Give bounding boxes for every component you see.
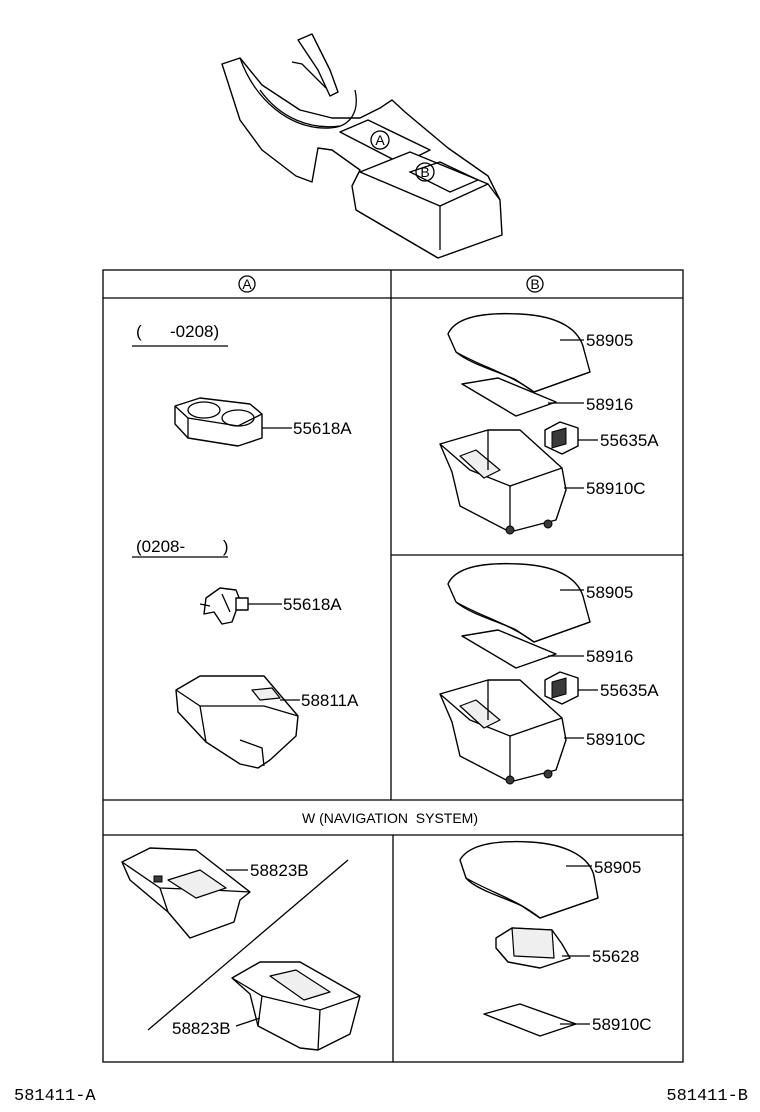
navigation-left: 58823B 58823B	[121, 847, 361, 1051]
console-box-58910c	[439, 429, 567, 535]
bracket-55618a	[199, 587, 249, 625]
cup-holder-tray-55618a	[174, 397, 263, 447]
insert-55628	[495, 927, 571, 969]
armrest-lid-58905-nav	[459, 840, 599, 919]
footer-code-right: 581411-B	[666, 1087, 748, 1106]
armrest-lid-58905-2	[447, 562, 591, 643]
part-number-58910c-b1: 58910C	[586, 479, 646, 498]
part-number-58905-b1: 58905	[586, 331, 633, 350]
part-number-58910c-b2: 58910C	[586, 730, 646, 749]
section-a: ( -0208) 55618A (0208- ) 55618A	[132, 322, 359, 769]
parts-table-frame	[102, 269, 684, 1063]
part-number-55618a-1: 55618A	[293, 419, 352, 438]
mat-58910c-nav	[483, 1003, 577, 1037]
section-b-group-2: 58905 58916 55635A 58910C	[439, 562, 659, 785]
section-b-header-label: B	[530, 276, 539, 292]
pad-58916	[461, 377, 557, 417]
part-number-55635a-b2: 55635A	[600, 681, 659, 700]
navigation-section-title: W (NAVIGATION SYSTEM)	[302, 810, 478, 826]
part-number-58905-nav: 58905	[594, 858, 641, 877]
section-a-header: A	[238, 275, 256, 293]
part-number-58811a: 58811A	[301, 691, 359, 710]
part-number-55635a-b1: 55635A	[600, 431, 659, 450]
production-range-1: ( -0208)	[136, 322, 219, 341]
section-a-header-label: A	[242, 276, 252, 292]
clip-55635a	[544, 421, 579, 455]
console-box-58823b-2	[231, 961, 361, 1051]
navigation-right: 58905 55628 58910C	[459, 840, 652, 1037]
part-number-55628: 55628	[592, 947, 639, 966]
clip-55635a-2	[544, 671, 579, 705]
part-number-58823b-2: 58823B	[172, 1019, 231, 1038]
pad-58916-2	[461, 629, 557, 669]
section-b-header: B	[526, 275, 544, 293]
callout-b-label: B	[420, 164, 429, 180]
part-number-58916-b2: 58916	[586, 647, 633, 666]
console-box-58910c-2	[439, 679, 567, 785]
footer-code-left: 581411-A	[14, 1087, 96, 1106]
part-number-55618a-2: 55618A	[283, 595, 342, 614]
part-number-58916-b1: 58916	[586, 395, 633, 414]
part-number-58905-b2: 58905	[586, 583, 633, 602]
armrest-lid-58905	[447, 312, 591, 393]
callout-a-label: A	[375, 132, 385, 148]
production-range-2: (0208- )	[136, 537, 229, 556]
console-overview-illustration: A B	[221, 33, 503, 259]
part-number-58910c-nav: 58910C	[592, 1015, 652, 1034]
storage-box-58811a	[175, 675, 299, 769]
console-box-58823b-1	[121, 847, 251, 939]
section-b-group-1: 58905 58916 55635A 58910C	[439, 312, 659, 535]
part-number-58823b-1: 58823B	[250, 861, 309, 880]
